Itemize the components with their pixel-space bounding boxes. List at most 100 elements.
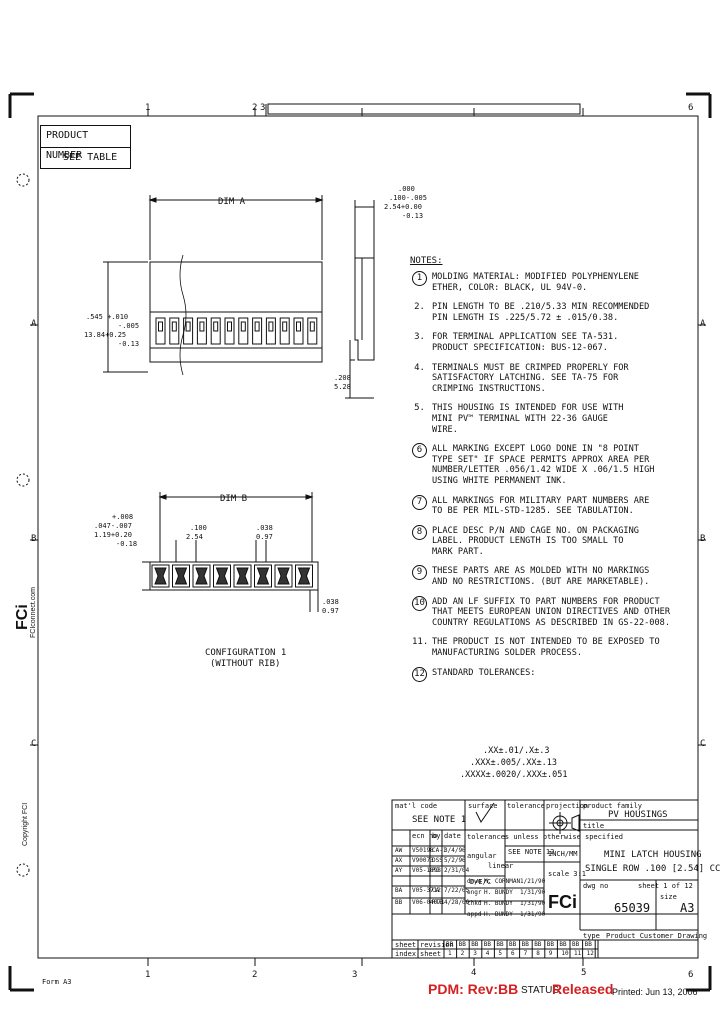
note-number: 10: [412, 595, 427, 611]
front-slot-latch: [158, 321, 163, 332]
height-right-1: .208: [334, 374, 351, 382]
bottom-cavity: [254, 564, 272, 588]
front-slot-latch: [185, 321, 191, 332]
bottom-cavity: [295, 564, 313, 588]
housing-front-view: [103, 195, 324, 376]
front-slot: [183, 317, 194, 345]
left-tol-4: -0.13: [118, 340, 140, 348]
sheet-index-cell: 2: [460, 950, 465, 957]
note-number: 9: [412, 565, 427, 581]
tolerance-3: .XXXX±.0020/.XXX±.051: [460, 770, 568, 780]
note-line: MARK PART.: [432, 546, 484, 557]
left-tol-2: -.005: [118, 322, 140, 330]
top-tol-1: .000: [398, 185, 415, 193]
dim-b-label: DIM B: [220, 494, 248, 504]
note-6: 6 ALL MARKING EXCEPT LOGO DONE IN "8 POIN…: [410, 443, 700, 486]
note-line: SATISFACTORY LATCHING. SEE TA-75 FOR: [432, 373, 619, 384]
tolerance-1: .XX±.01/.X±.3: [483, 746, 550, 756]
status-label: STATUS:: [521, 985, 562, 996]
sheet-index-cell: 3: [473, 950, 477, 957]
note-line: STANDARD TOLERANCES:: [432, 667, 536, 678]
sheet-index-cell: 7: [523, 950, 528, 957]
bottom-cavity-fill: [195, 567, 208, 585]
housing-bottom-view: [142, 492, 319, 612]
signer-cell: M. CORNMAN: [484, 878, 521, 885]
note-line: MANUFACTURING SOLDER PROCESS.: [432, 648, 583, 659]
note-number: 6: [412, 443, 427, 459]
projection-symbol: [549, 812, 580, 834]
note-number: 2.: [414, 302, 425, 313]
note-line: THIS HOUSING IS INTENDED FOR USE WITH: [432, 403, 624, 414]
mat-code-value: SEE NOTE 1: [412, 815, 467, 825]
signer-cell: engr: [467, 889, 482, 896]
zone-row-a: A: [31, 319, 37, 329]
top-tol-3: 2.54+0.00: [384, 203, 422, 211]
front-slot: [279, 317, 290, 345]
rev-cell: CA-1: [432, 847, 447, 854]
front-slot-latch: [296, 321, 301, 332]
index-sheet-label: sheet: [420, 950, 442, 958]
rev-cell: 7/22/05: [444, 887, 470, 894]
side-url: FCIconnect.com: [30, 587, 37, 638]
zone-col-1: 1: [145, 103, 151, 113]
title-block-grid: [391, 799, 699, 959]
note-line: ALL MARKING EXCEPT LOGO DONE IN "8 POINT: [432, 444, 639, 455]
signer-cell: chkd: [467, 900, 482, 907]
zone-row-b: B: [31, 534, 37, 544]
notes-header: NOTES:: [410, 256, 443, 266]
front-slot-latch: [254, 321, 260, 332]
product-family-label: product family: [583, 802, 643, 810]
note-line: FOR TERMINAL APPLICATION SEE TA-531.: [432, 332, 619, 343]
rev-hdr-ecn: ecn no: [412, 832, 438, 840]
c38-top-in: .038: [256, 524, 273, 532]
sheet-index-cell: 1: [448, 950, 452, 957]
front-slot: [169, 317, 180, 345]
note-line: TYPE SET" IF SPACE PERMITS APPROX AREA P…: [432, 454, 650, 465]
note-number: 7: [412, 494, 427, 510]
sheet-rev-cell: BB: [458, 941, 466, 948]
rev-cell: BB: [395, 899, 403, 906]
note-line: PIN LENGTH TO BE .210/5.33 MIN RECOMMEND…: [432, 302, 650, 313]
sheet-rev-cell: BB: [509, 941, 517, 948]
surface-label: surface: [468, 802, 498, 810]
note-number: 11.: [412, 637, 429, 648]
note-line: PLACE DESC P/N AND CAGE NO. ON PACKAGING: [432, 525, 639, 536]
zone-col-3-bottom: 3: [352, 970, 358, 980]
note-line: PIN LENGTH IS .225/5.72 ± .015/0.38.: [432, 312, 619, 323]
size-value: A3: [680, 901, 695, 915]
printed-date: Printed: Jun 13, 2006: [612, 987, 698, 997]
sheet-rev-cell: BB: [572, 941, 580, 948]
tolerance-2: .XXX±.005/.XX±.13: [470, 758, 557, 768]
zone-col-4-bottom: 4: [471, 968, 477, 978]
note-line: WIRE.: [432, 424, 458, 435]
rev-hdr-by: by: [432, 832, 441, 840]
note-line: AND NO RESTRICTIONS. (BUT ARE MARKETABLE…: [432, 577, 650, 588]
units-value: INCH/MM: [548, 850, 578, 858]
front-slot: [155, 317, 166, 345]
note-2: 2. PIN LENGTH TO BE .210/5.33 MIN RECOMME…: [410, 302, 700, 323]
sheet-index-cell: 6: [511, 950, 515, 957]
c38-top-mm: 0.97: [256, 533, 273, 541]
sheet-of: sheet 1 of 12: [638, 882, 693, 890]
front-slot-latch: [240, 321, 246, 332]
slot-row-bottom: [151, 564, 313, 588]
note-number: 4.: [414, 362, 425, 373]
projection-label: projection: [546, 802, 589, 810]
sheet-index-cells: [443, 940, 596, 958]
note-11: 11.THE PRODUCT IS NOT INTENDED TO BE EXP…: [410, 637, 700, 658]
zone-col-6: 6: [688, 103, 694, 113]
zone-col-5-bottom: 5: [581, 968, 587, 978]
note-line: NUMBER/LETTER .056/1.42 WIDE X .06/1.5 H…: [432, 465, 655, 476]
tol-unless-label: tolerances unless otherwise specified: [467, 833, 623, 841]
rev-cell: AX: [395, 857, 403, 864]
type-label: type: [583, 932, 600, 940]
signer-cell: H. BUNDY: [484, 911, 513, 918]
note-4: 4.TERMINALS MUST BE CRIMPED PROPERLY FOR…: [410, 363, 700, 395]
signer-cell: drwn: [467, 878, 482, 885]
sheet-index-cell: 11: [574, 950, 582, 957]
corner-tl: [8, 92, 34, 118]
note-line: MINI PV™ TERMINAL WITH 22-36 GAUGE: [432, 413, 608, 424]
slot-row-front: [155, 317, 318, 345]
form-label: Form A3: [42, 978, 72, 986]
